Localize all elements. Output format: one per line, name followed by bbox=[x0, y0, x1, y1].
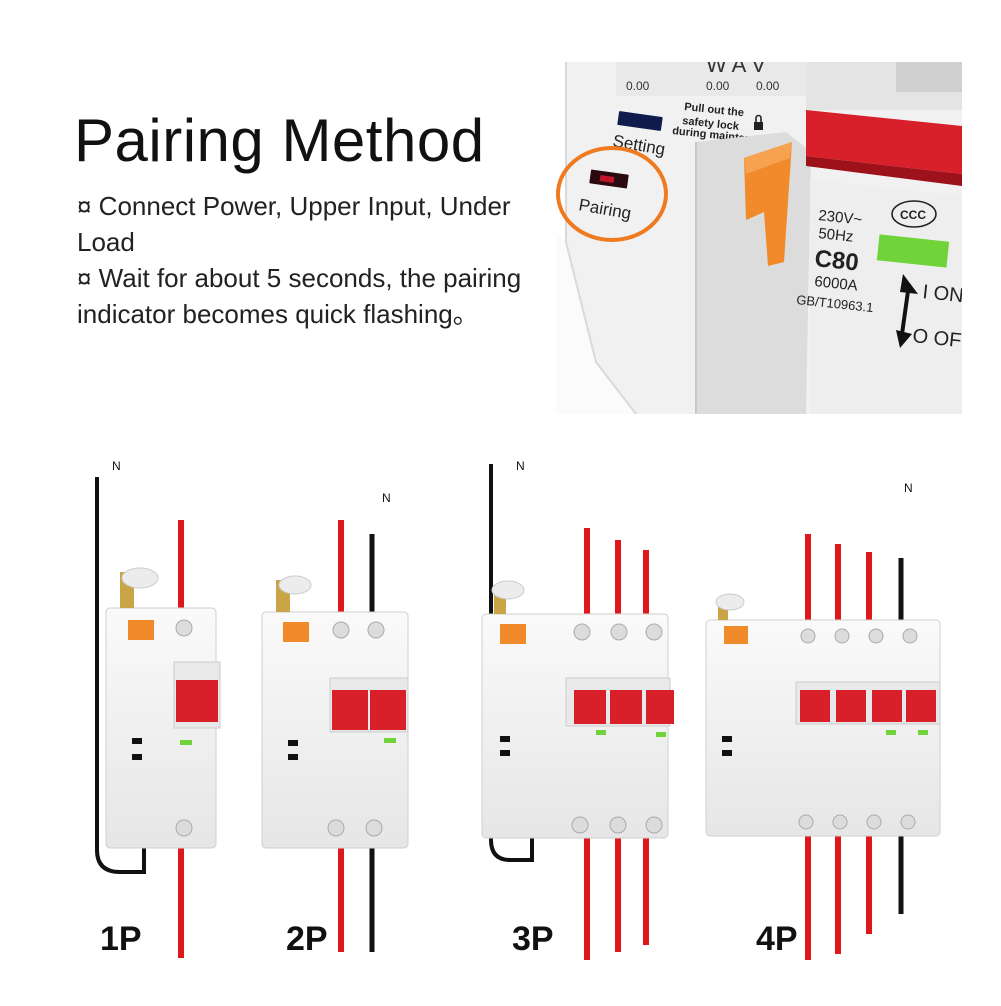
red-toggle-4p-1[interactable] bbox=[800, 690, 830, 722]
tuya-logo-1p bbox=[128, 620, 154, 640]
red-toggle-4p-2[interactable] bbox=[836, 690, 866, 722]
red-toggle[interactable] bbox=[806, 110, 962, 174]
breaker-3p: N 3P bbox=[481, 459, 674, 960]
meter-digit-1: 0.00 bbox=[626, 79, 650, 93]
on-label: I ON bbox=[921, 281, 962, 307]
breaker-label-3p: 3P bbox=[512, 920, 554, 958]
breaker-label-2p: 2P bbox=[286, 920, 328, 958]
instruction-step-2: ¤ Wait for about 5 seconds, the pairing … bbox=[77, 263, 522, 329]
rating-voltage: 230V~ bbox=[818, 207, 864, 229]
neutral-wire-1p bbox=[95, 477, 146, 874]
tuya-logo-2p bbox=[283, 622, 309, 642]
breaker-2p: N 2P bbox=[261, 491, 409, 958]
breaker-1p: N 1P bbox=[95, 459, 221, 958]
red-toggle-4p-3[interactable] bbox=[872, 690, 902, 722]
neutral-label-1p: N bbox=[112, 459, 121, 473]
red-toggle-3p-2[interactable] bbox=[610, 690, 642, 724]
rating-frequency: 50Hz bbox=[818, 225, 855, 246]
instructions: ¤ Connect Power, Upper Input, Under Load… bbox=[77, 188, 527, 332]
svg-text:CCC: CCC bbox=[900, 208, 926, 222]
pairing-highlight-circle bbox=[556, 146, 668, 242]
tuya-logo-3p bbox=[500, 624, 526, 644]
red-toggle-1p[interactable] bbox=[176, 680, 218, 722]
red-toggle-3p-3[interactable] bbox=[646, 690, 674, 724]
breaker-label-4p: 4P bbox=[756, 920, 798, 958]
neutral-wire-3p bbox=[489, 464, 534, 862]
tuya-logo-4p bbox=[724, 626, 748, 644]
breaker-label-1p: 1P bbox=[100, 920, 142, 958]
orange-handle[interactable] bbox=[744, 142, 792, 266]
rating-curve: C80 bbox=[813, 245, 860, 276]
instruction-step-1: ¤ Connect Power, Upper Input, Under Load bbox=[77, 191, 511, 257]
pairing-closeup-photo: W A V 0.00 0.00 0.00 Pull out the safety… bbox=[556, 62, 962, 414]
red-toggle-4p-4[interactable] bbox=[906, 690, 936, 722]
page-title: Pairing Method bbox=[74, 107, 485, 174]
red-toggle-2p-1[interactable] bbox=[332, 690, 368, 730]
neutral-label-3p: N bbox=[516, 459, 525, 473]
setting-button[interactable] bbox=[617, 111, 663, 131]
meter-letters: W A V bbox=[706, 62, 766, 77]
neutral-label-4p: N bbox=[904, 481, 913, 495]
neutral-label-2p: N bbox=[382, 491, 391, 505]
wiring-diagrams: N 1P N 2P bbox=[0, 440, 1001, 1001]
ccc-cert-icon: CCC bbox=[891, 200, 937, 228]
status-indicator bbox=[876, 234, 950, 268]
meter-digit-3: 0.00 bbox=[756, 79, 780, 93]
red-toggle-2p-2[interactable] bbox=[370, 690, 406, 730]
meter-digit-2: 0.00 bbox=[706, 79, 730, 93]
padlock-icon bbox=[754, 114, 763, 130]
red-toggle-3p-1[interactable] bbox=[574, 690, 606, 724]
rating-breaking: 6000A bbox=[814, 273, 859, 294]
on-off-arrow-icon bbox=[896, 274, 918, 348]
breaker-4p: N 4P bbox=[705, 481, 941, 960]
